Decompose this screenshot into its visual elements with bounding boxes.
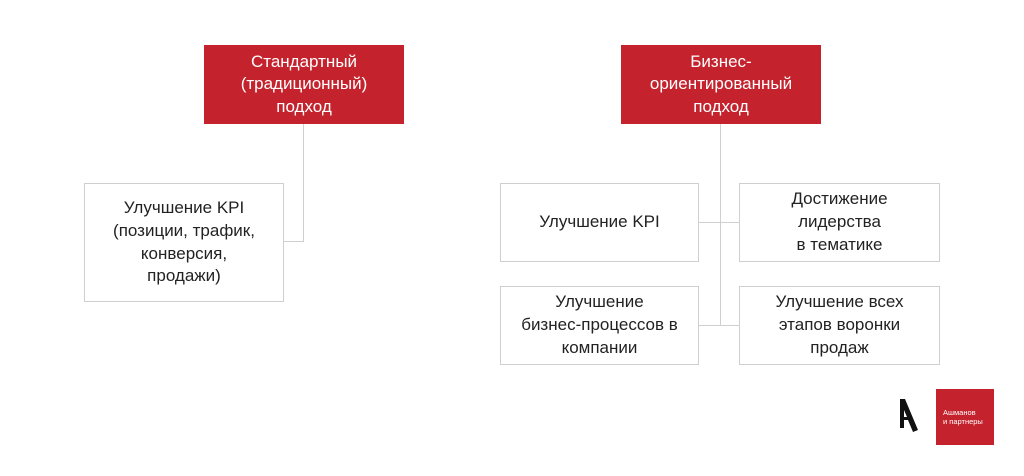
logo-badge: Ашманов и партнеры (936, 389, 994, 445)
connector-right-vertical (720, 124, 721, 325)
header-business-approach: Бизнес- ориентированный подход (621, 45, 821, 124)
connector-right-bottom-horizontal (698, 325, 740, 326)
arrow-a-logo-icon (900, 399, 918, 432)
connector-left-horizontal (283, 241, 304, 242)
item-topic-leadership: Достижение лидерства в тематике (739, 183, 940, 262)
item-kpi-improvement: Улучшение KPI (500, 183, 699, 262)
connector-right-top-horizontal (698, 222, 740, 223)
item-sales-funnel: Улучшение всех этапов воронки продаж (739, 286, 940, 365)
header-standard-approach: Стандартный (традиционный) подход (204, 45, 404, 124)
connector-left-vertical (303, 124, 304, 242)
item-kpi-improvement-detailed: Улучшение KPI (позиции, трафик, конверси… (84, 183, 284, 302)
item-business-processes: Улучшение бизнес-процессов в компании (500, 286, 699, 365)
